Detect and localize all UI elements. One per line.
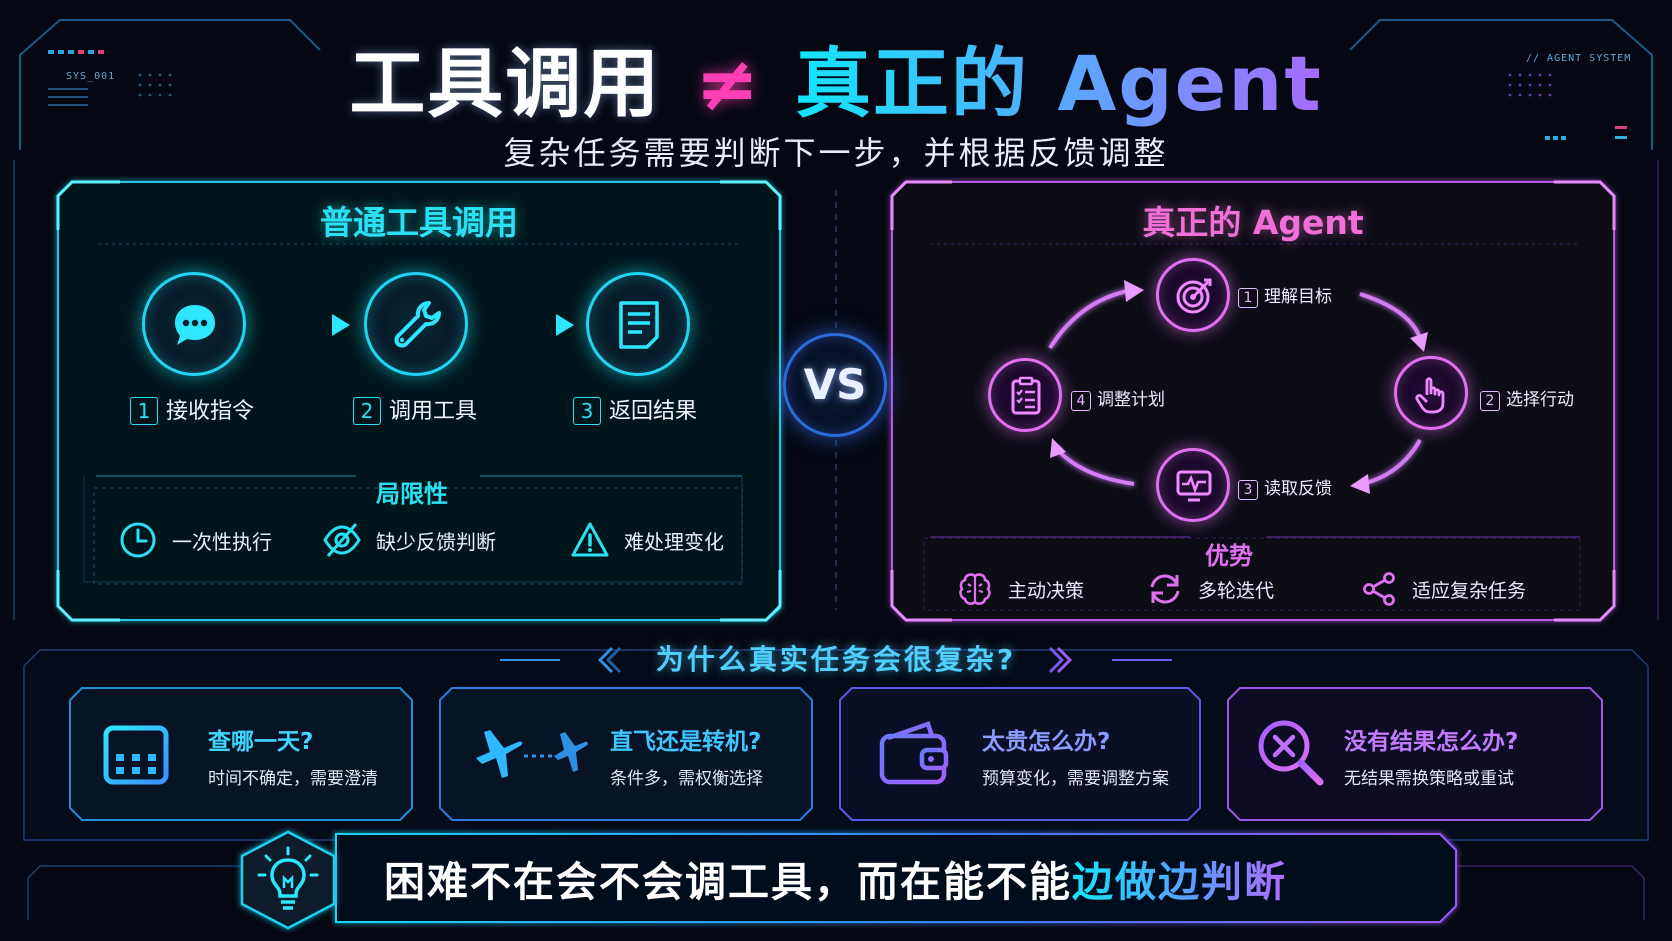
cycle-number: 1 [1238, 288, 1258, 308]
document-icon [619, 301, 659, 349]
step-3-circle [586, 272, 690, 376]
step-number: 2 [353, 397, 381, 425]
advantage-active-decision: 主动决策 [956, 570, 1084, 608]
step-number: 1 [130, 397, 158, 425]
airplane-icon [476, 730, 588, 778]
cycle-number: 3 [1238, 480, 1258, 500]
vs-badge: VS [783, 333, 887, 437]
main-title: 工具调用 ≠ 真正的 Agent [0, 22, 1672, 132]
card-4-title: 没有结果怎么办? [1344, 729, 1519, 755]
conclusion-highlight: 边做边判断 [1072, 858, 1287, 906]
cycle-step-3-label: 3 读取反馈 [1238, 474, 1332, 500]
card-2-desc: 条件多，需权衡选择 [610, 769, 763, 789]
warning-icon [571, 522, 609, 557]
step-text: 接收指令 [166, 399, 255, 424]
why-complex-title: 为什么真实任务会很复杂? [655, 643, 1017, 676]
limit-one-shot: 一次性执行 [118, 520, 272, 560]
system-tag-left: SYS_001 [66, 71, 116, 82]
cycle-step-3-circle [1156, 448, 1230, 522]
cycle-step-2-label: 2 选择行动 [1480, 385, 1574, 411]
limit-no-feedback: 缺少反馈判断 [322, 520, 496, 560]
step-text: 返回结果 [609, 399, 698, 424]
target-icon [1176, 278, 1212, 314]
card-1-desc: 时间不确定，需要澄清 [208, 769, 378, 789]
limits-heading: 局限性 [376, 480, 448, 508]
right-panel-title: 真正的 Agent [1142, 203, 1364, 242]
conclusion-plain: 困难不在会不会调工具，而在能不能 [384, 858, 1072, 906]
cycle-text: 理解目标 [1264, 287, 1332, 307]
step-1-circle [142, 272, 246, 376]
monitor-pulse-icon [1176, 470, 1212, 502]
search-x-icon [1258, 720, 1324, 786]
card-3-desc: 预算变化，需要调整方案 [982, 769, 1169, 789]
cycle-text: 调整计划 [1097, 390, 1165, 410]
step-3-label: 3 返回结果 [573, 393, 697, 425]
brain-icon [959, 573, 991, 605]
lightbulb-icon [257, 846, 319, 910]
step-text: 调用工具 [389, 399, 478, 424]
cycle-text: 选择行动 [1506, 390, 1574, 410]
wrench-icon [394, 301, 441, 348]
cycle-number: 2 [1480, 391, 1500, 411]
share-nodes-icon [1363, 572, 1395, 606]
subtitle: 复杂任务需要判断下一步，并根据反馈调整 [503, 134, 1169, 172]
title-part-tool-call: 工具调用 [349, 39, 662, 128]
step-number: 3 [573, 397, 601, 425]
advantage-label: 适应复杂任务 [1412, 579, 1527, 602]
eye-off-icon [323, 523, 361, 557]
chat-bubble-icon [175, 305, 215, 345]
cycle-step-2-circle [1394, 356, 1468, 430]
advantage-label: 主动决策 [1008, 579, 1085, 602]
cycle-step-1-label: 1 理解目标 [1238, 282, 1332, 308]
limit-label: 缺少反馈判断 [376, 529, 496, 554]
limit-label: 一次性执行 [172, 529, 272, 554]
calendar-icon [103, 717, 169, 785]
wallet-icon [879, 721, 949, 785]
card-3-title: 太贵怎么办? [982, 729, 1111, 755]
advantage-iteration: 多轮迭代 [1146, 570, 1274, 608]
cycle-step-1-circle [1156, 258, 1230, 332]
advantage-complex-tasks: 适应复杂任务 [1360, 570, 1526, 608]
step-2-label: 2 调用工具 [353, 393, 477, 425]
cycle-number: 4 [1071, 391, 1091, 411]
refresh-icon [1150, 574, 1180, 604]
clock-icon [120, 522, 156, 558]
title-part-agent: 真正的 Agent [795, 39, 1323, 128]
advantage-label: 多轮迭代 [1198, 579, 1275, 602]
cycle-text: 读取反馈 [1264, 479, 1332, 499]
pointer-hand-icon [1415, 377, 1445, 414]
left-panel-title: 普通工具调用 [320, 203, 518, 242]
advantages-heading: 优势 [1205, 542, 1253, 570]
system-tag-right: // AGENT SYSTEM [1526, 53, 1632, 64]
bottom-conclusion: 困难不在会不会调工具，而在能不能边做边判断 [384, 848, 1287, 908]
cycle-step-4-circle [988, 358, 1062, 432]
not-equal-symbol: ≠ [695, 39, 761, 128]
card-4-desc: 无结果需换策略或重试 [1344, 769, 1514, 789]
checklist-icon [1011, 376, 1041, 415]
step-2-circle [364, 272, 468, 376]
card-2-title: 直飞还是转机? [610, 729, 762, 755]
card-1-title: 查哪一天? [208, 729, 314, 755]
limit-hard-to-change: 难处理变化 [570, 520, 724, 560]
step-1-label: 1 接收指令 [130, 393, 254, 425]
limit-label: 难处理变化 [624, 529, 724, 554]
cycle-step-4-label: 4 调整计划 [1071, 385, 1165, 411]
